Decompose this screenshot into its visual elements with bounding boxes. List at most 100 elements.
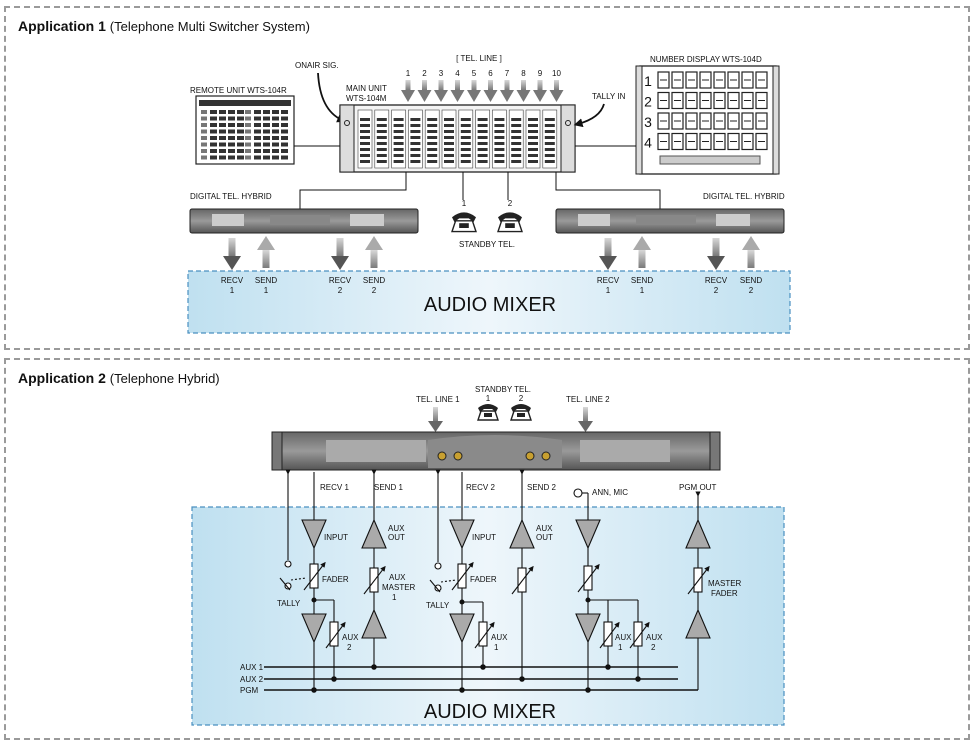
aux2-label-a: AUX xyxy=(342,633,359,642)
application-2-title: Application 2 (Telephone Hybrid) xyxy=(18,370,220,386)
io-label-num: 1 xyxy=(640,286,645,295)
master-fader-label-b: FADER xyxy=(711,589,738,598)
tel-line-1-label: TEL. LINE 1 xyxy=(416,395,460,404)
application-1-title-bold: Application 1 xyxy=(18,18,106,34)
recv-send-arrows xyxy=(223,236,760,270)
io-label-name: SEND xyxy=(363,276,385,285)
send-arrow xyxy=(257,236,275,250)
recv-arrow xyxy=(336,238,344,256)
io-label-num: 2 xyxy=(749,286,754,295)
io-label-name: RECV xyxy=(329,276,352,285)
ann-aux2-label-b: 2 xyxy=(651,643,656,652)
tel-line-arrows xyxy=(401,80,564,102)
tel-line-arrow xyxy=(405,80,411,90)
tally-in-arrow xyxy=(573,103,605,128)
telephone-hybrid-device xyxy=(271,431,721,471)
standby-num-2: 2 xyxy=(508,199,513,208)
tel-line-number: 7 xyxy=(505,69,510,78)
application-2-panel: Application 2 (Telephone Hybrid) xyxy=(4,358,970,740)
aux-out-1-label-a: AUX xyxy=(388,524,405,533)
main-to-hybrid-right-line xyxy=(555,172,661,210)
app2-standby-phones xyxy=(477,404,532,421)
app2-standby-num-1: 1 xyxy=(486,394,491,403)
application-1-title-subtitle: (Telephone Multi Switcher System) xyxy=(109,19,310,34)
pgm-out-label: PGM OUT xyxy=(679,483,716,492)
application-1-title: Application 1 (Telephone Multi Switcher … xyxy=(18,18,310,34)
tel-line-arrow xyxy=(455,80,460,90)
display-row-number: 3 xyxy=(644,114,652,130)
tally2-label: TALLY xyxy=(426,601,450,610)
bus-aux1-label: AUX 1 xyxy=(240,663,264,672)
io-label-num: 2 xyxy=(338,286,343,295)
master-fader-label-a: MASTER xyxy=(708,579,742,588)
io-label-num: 1 xyxy=(606,286,611,295)
aux-out-1-label-b: OUT xyxy=(388,533,405,542)
tel-line-arrow xyxy=(521,80,526,90)
aux-master-label-b: MASTER xyxy=(382,583,416,592)
display-row-number: 2 xyxy=(644,94,652,110)
io-label-name: RECV xyxy=(221,276,244,285)
onair-sig-label: ONAIR SIG. xyxy=(295,61,339,70)
send-arrow xyxy=(365,236,383,250)
io-label-name: SEND xyxy=(255,276,277,285)
send-arrow xyxy=(742,236,760,250)
aux1-label-a: AUX xyxy=(491,633,508,642)
tel-line-2-label: TEL. LINE 2 xyxy=(566,395,610,404)
tel-line-number: 1 xyxy=(406,69,411,78)
io-label-name: RECV xyxy=(705,276,728,285)
tel-line-arrow xyxy=(422,80,427,90)
recv1-label: RECV 1 xyxy=(320,483,349,492)
io-label-name: SEND xyxy=(740,276,762,285)
io-label-num: 2 xyxy=(714,286,719,295)
aux-master-label-a: AUX xyxy=(389,573,406,582)
ann-mic-label: ANN, MIC xyxy=(592,488,628,497)
telephone-icon xyxy=(497,212,523,233)
tel-line-arrow xyxy=(471,80,477,90)
aux-master-label-c: 1 xyxy=(392,593,397,602)
io-label-name: RECV xyxy=(597,276,620,285)
tel-line-number: 2 xyxy=(422,69,427,78)
audio-mixer-label-2: AUDIO MIXER xyxy=(424,701,556,723)
recv-arrow xyxy=(712,238,720,256)
standby-num-1: 1 xyxy=(462,199,467,208)
tel-line-arrow xyxy=(488,80,493,90)
io-label-num: 2 xyxy=(372,286,377,295)
fader2-label: FADER xyxy=(470,575,497,584)
recv-arrow xyxy=(604,238,612,256)
main-unit-label-1: MAIN UNIT xyxy=(346,84,387,93)
ann-aux2-label-a: AUX xyxy=(646,633,663,642)
tally-in-label: TALLY IN xyxy=(592,92,626,101)
io-label-num: 1 xyxy=(230,286,235,295)
application-1-panel: Application 1 (Telephone Multi Switcher … xyxy=(4,6,970,350)
ann-aux1-label-a: AUX xyxy=(615,633,632,642)
audio-mixer-box-1 xyxy=(187,270,791,334)
aux1-label-b: 1 xyxy=(494,643,499,652)
send-arrow xyxy=(633,236,651,250)
remote-unit-device xyxy=(195,95,295,165)
tally1-label: TALLY xyxy=(277,599,301,608)
hybrid-right-label: DIGITAL TEL. HYBRID xyxy=(703,192,785,201)
hybrid-left-device xyxy=(189,208,419,234)
tel-line-number: 4 xyxy=(455,69,460,78)
onair-sig-arrow xyxy=(317,72,347,123)
recv-arrow xyxy=(228,238,236,256)
hybrid-right-device xyxy=(555,208,785,234)
tel-line-label: [ TEL. LINE ] xyxy=(456,54,502,63)
telephone-icon xyxy=(451,212,477,233)
ann-aux1-label-b: 1 xyxy=(618,643,623,652)
tel-line-number: 8 xyxy=(521,69,526,78)
tel-line-arrow xyxy=(537,80,543,90)
recv2-label: RECV 2 xyxy=(466,483,495,492)
input1-label: INPUT xyxy=(324,533,348,542)
remote-unit-label: REMOTE UNIT WTS-104R xyxy=(190,86,287,95)
io-label-name: SEND xyxy=(631,276,653,285)
telephone-icon xyxy=(510,404,532,421)
display-row-number: 1 xyxy=(644,73,652,89)
audio-mixer-box-2 xyxy=(191,506,785,726)
number-display-label: NUMBER DISPLAY WTS-104D xyxy=(650,55,762,64)
input2-label: INPUT xyxy=(472,533,496,542)
aux-out-2-label-a: AUX xyxy=(536,524,553,533)
